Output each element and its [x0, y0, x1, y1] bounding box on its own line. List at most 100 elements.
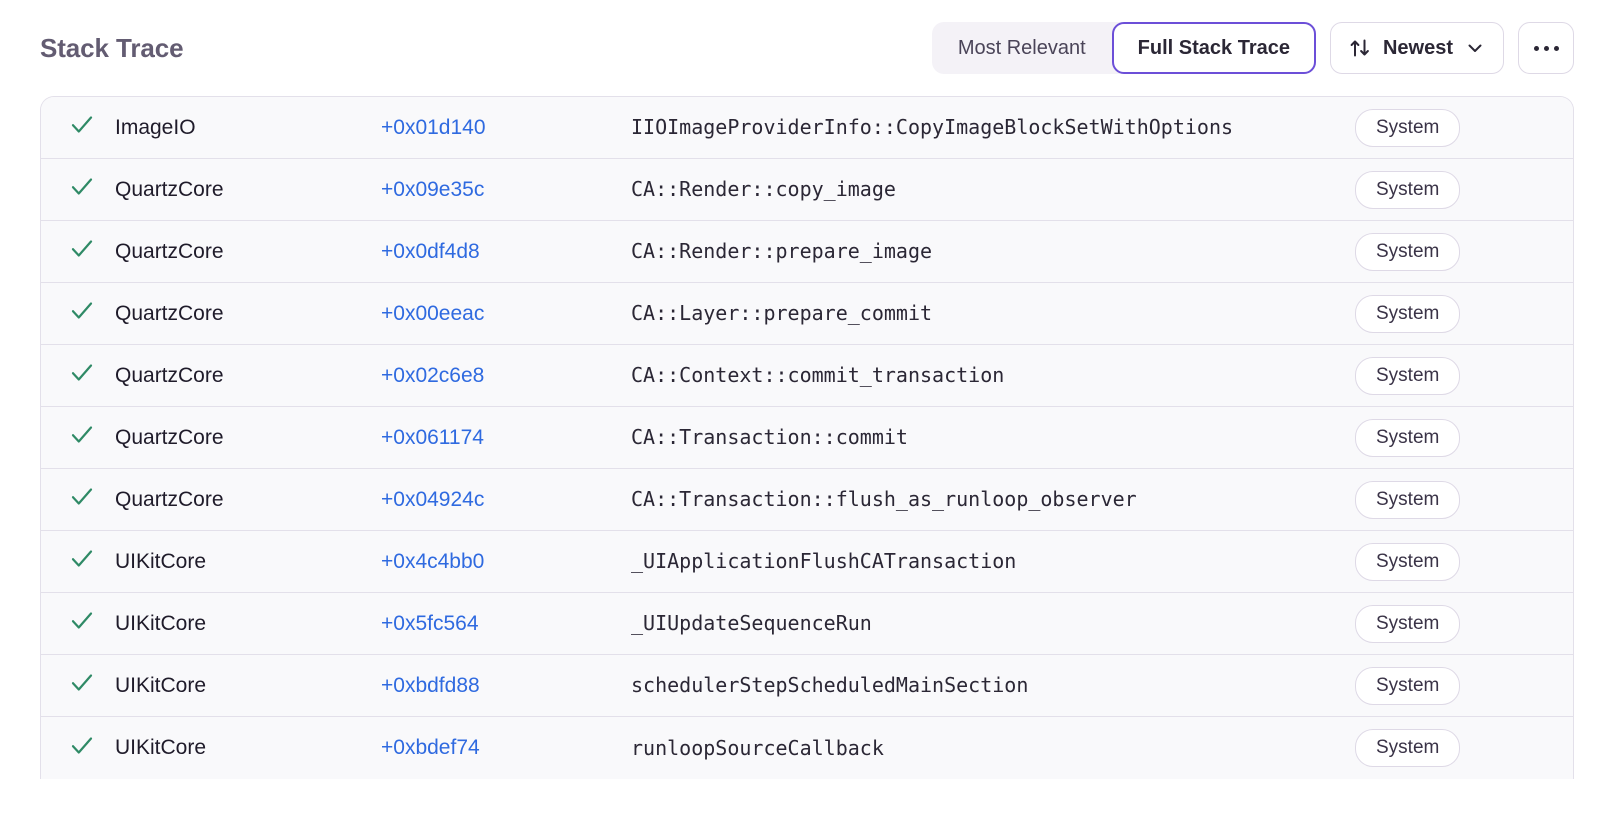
frame-included-checkmark[interactable] [41, 608, 115, 639]
status-badge: System [1355, 170, 1461, 209]
library-name: UIKitCore [115, 611, 207, 635]
badge-cell: System [1355, 356, 1515, 395]
stack-trace-table: ImageIO +0x01d140 IIOImageProviderInfo::Co… [40, 96, 1574, 779]
frame-included-checkmark[interactable] [41, 733, 115, 764]
frame-included-checkmark[interactable] [41, 236, 115, 267]
status-badge: System [1355, 294, 1461, 333]
library-name: QuartzCore [115, 239, 224, 263]
sort-dropdown[interactable]: Newest [1329, 22, 1504, 74]
badge-cell: System [1355, 604, 1515, 643]
frame-included-checkmark[interactable] [41, 298, 115, 329]
ellipsis-icon-dot-2 [1543, 45, 1549, 51]
frame-address-link[interactable]: +0x02c6e8 [381, 363, 485, 387]
table-row[interactable]: ImageIO +0x01d140 IIOImageProviderInfo::Co… [41, 97, 1573, 159]
status-badge: System [1355, 666, 1461, 705]
frame-address-link[interactable]: +0x0df4d8 [381, 239, 480, 263]
frame-included-checkmark[interactable] [41, 112, 115, 143]
table-row[interactable]: QuartzCore +0x00eeac CA::Layer::prepare_co… [41, 283, 1573, 345]
table-row[interactable]: QuartzCore +0x0df4d8 CA::Render::prepare_i… [41, 221, 1573, 283]
frame-included-checkmark[interactable] [41, 484, 115, 515]
badge-cell: System [1355, 729, 1515, 767]
badge-cell: System [1355, 480, 1515, 519]
library-name: QuartzCore [115, 487, 224, 511]
frame-address-link[interactable]: +0x09e35c [381, 177, 485, 201]
status-badge: System [1355, 108, 1461, 147]
check-icon [69, 298, 95, 329]
frame-address-link[interactable]: +0x01d140 [381, 115, 486, 139]
library-name: QuartzCore [115, 177, 224, 201]
frame-included-checkmark[interactable] [41, 360, 115, 391]
check-icon [69, 484, 95, 515]
frame-address-link[interactable]: +0x061174 [381, 425, 484, 449]
status-badge: System [1355, 729, 1461, 767]
check-icon [69, 546, 95, 577]
check-icon [69, 174, 95, 205]
function-symbol: schedulerStepScheduledMainSection [631, 673, 1029, 697]
badge-cell: System [1355, 542, 1515, 581]
badge-cell: System [1355, 418, 1515, 457]
library-name: UIKitCore [115, 736, 207, 759]
frame-address-link[interactable]: +0xbdef74 [381, 736, 480, 759]
function-symbol: CA::Transaction::commit [631, 425, 908, 449]
check-icon [69, 422, 95, 453]
library-name: QuartzCore [115, 301, 224, 325]
function-symbol: CA::Render::prepare_image [631, 239, 933, 263]
badge-cell: System [1355, 232, 1515, 271]
table-row[interactable]: QuartzCore +0x02c6e8 CA::Context::commit_t… [41, 345, 1573, 407]
status-badge: System [1355, 542, 1461, 581]
function-symbol: IIOImageProviderInfo::CopyImageBlockSetW… [631, 115, 1234, 139]
table-row[interactable]: QuartzCore +0x04924c CA::Transaction::flus… [41, 469, 1573, 531]
more-options-button[interactable] [1518, 22, 1574, 74]
function-symbol: _UIUpdateSequenceRun [631, 611, 872, 635]
frame-address-link[interactable]: +0xbdfd88 [381, 673, 480, 697]
check-icon [69, 112, 95, 143]
badge-cell: System [1355, 666, 1515, 705]
frame-address-link[interactable]: +0x4c4bb0 [381, 549, 485, 573]
check-icon [69, 236, 95, 267]
badge-cell: System [1355, 294, 1515, 333]
status-badge: System [1355, 418, 1461, 457]
stack-trace-mode-segmented-control[interactable]: Most Relevant Full Stack Trace [931, 22, 1316, 74]
check-icon [69, 733, 95, 764]
tab-most-relevant[interactable]: Most Relevant [957, 36, 1086, 59]
page-title: Stack Trace [40, 32, 184, 63]
badge-cell: System [1355, 170, 1515, 209]
table-row[interactable]: UIKitCore +0x5fc564 _UIUpdateSequenceRun Sy… [41, 593, 1573, 655]
sort-dropdown-label: Newest [1382, 36, 1453, 59]
table-body: ImageIO +0x01d140 IIOImageProviderInfo::Co… [41, 97, 1573, 779]
library-name: UIKitCore [115, 549, 207, 573]
status-badge: System [1355, 480, 1461, 519]
function-symbol: CA::Layer::prepare_commit [631, 301, 933, 325]
table-row[interactable]: UIKitCore +0x4c4bb0 _UIApplicationFlushCAT… [41, 531, 1573, 593]
frame-address-link[interactable]: +0x5fc564 [381, 611, 479, 635]
frame-included-checkmark[interactable] [41, 670, 115, 701]
ellipsis-icon [1533, 45, 1539, 51]
function-symbol: runloopSourceCallback [631, 735, 884, 760]
table-row[interactable]: QuartzCore +0x061174 CA::Transaction::comm… [41, 407, 1573, 469]
function-symbol: CA::Context::commit_transaction [631, 363, 1005, 387]
frame-address-link[interactable]: +0x00eeac [381, 301, 485, 325]
frame-included-checkmark[interactable] [41, 174, 115, 205]
library-name: ImageIO [115, 115, 196, 139]
sort-arrows-icon [1349, 37, 1371, 59]
check-icon [69, 608, 95, 639]
function-symbol: _UIApplicationFlushCATransaction [631, 549, 1017, 573]
ellipsis-icon-dot-3 [1553, 45, 1559, 51]
function-symbol: CA::Transaction::flush_as_runloop_observ… [631, 487, 1137, 511]
frame-address-link[interactable]: +0x04924c [381, 487, 485, 511]
panel-header: Stack Trace Most Relevant Full Stack Tra… [40, 0, 1574, 96]
table-row[interactable]: UIKitCore +0xbdef74 runloopSourceCallback S… [41, 717, 1573, 779]
chevron-down-icon [1465, 38, 1485, 58]
badge-cell: System [1355, 108, 1515, 147]
library-name: QuartzCore [115, 425, 224, 449]
tab-full-stack-trace[interactable]: Full Stack Trace [1111, 22, 1316, 74]
frame-included-checkmark[interactable] [41, 422, 115, 453]
check-icon [69, 360, 95, 391]
frame-included-checkmark[interactable] [41, 546, 115, 577]
check-icon [69, 670, 95, 701]
header-controls: Most Relevant Full Stack Trace Newest [931, 22, 1574, 74]
library-name: QuartzCore [115, 363, 224, 387]
